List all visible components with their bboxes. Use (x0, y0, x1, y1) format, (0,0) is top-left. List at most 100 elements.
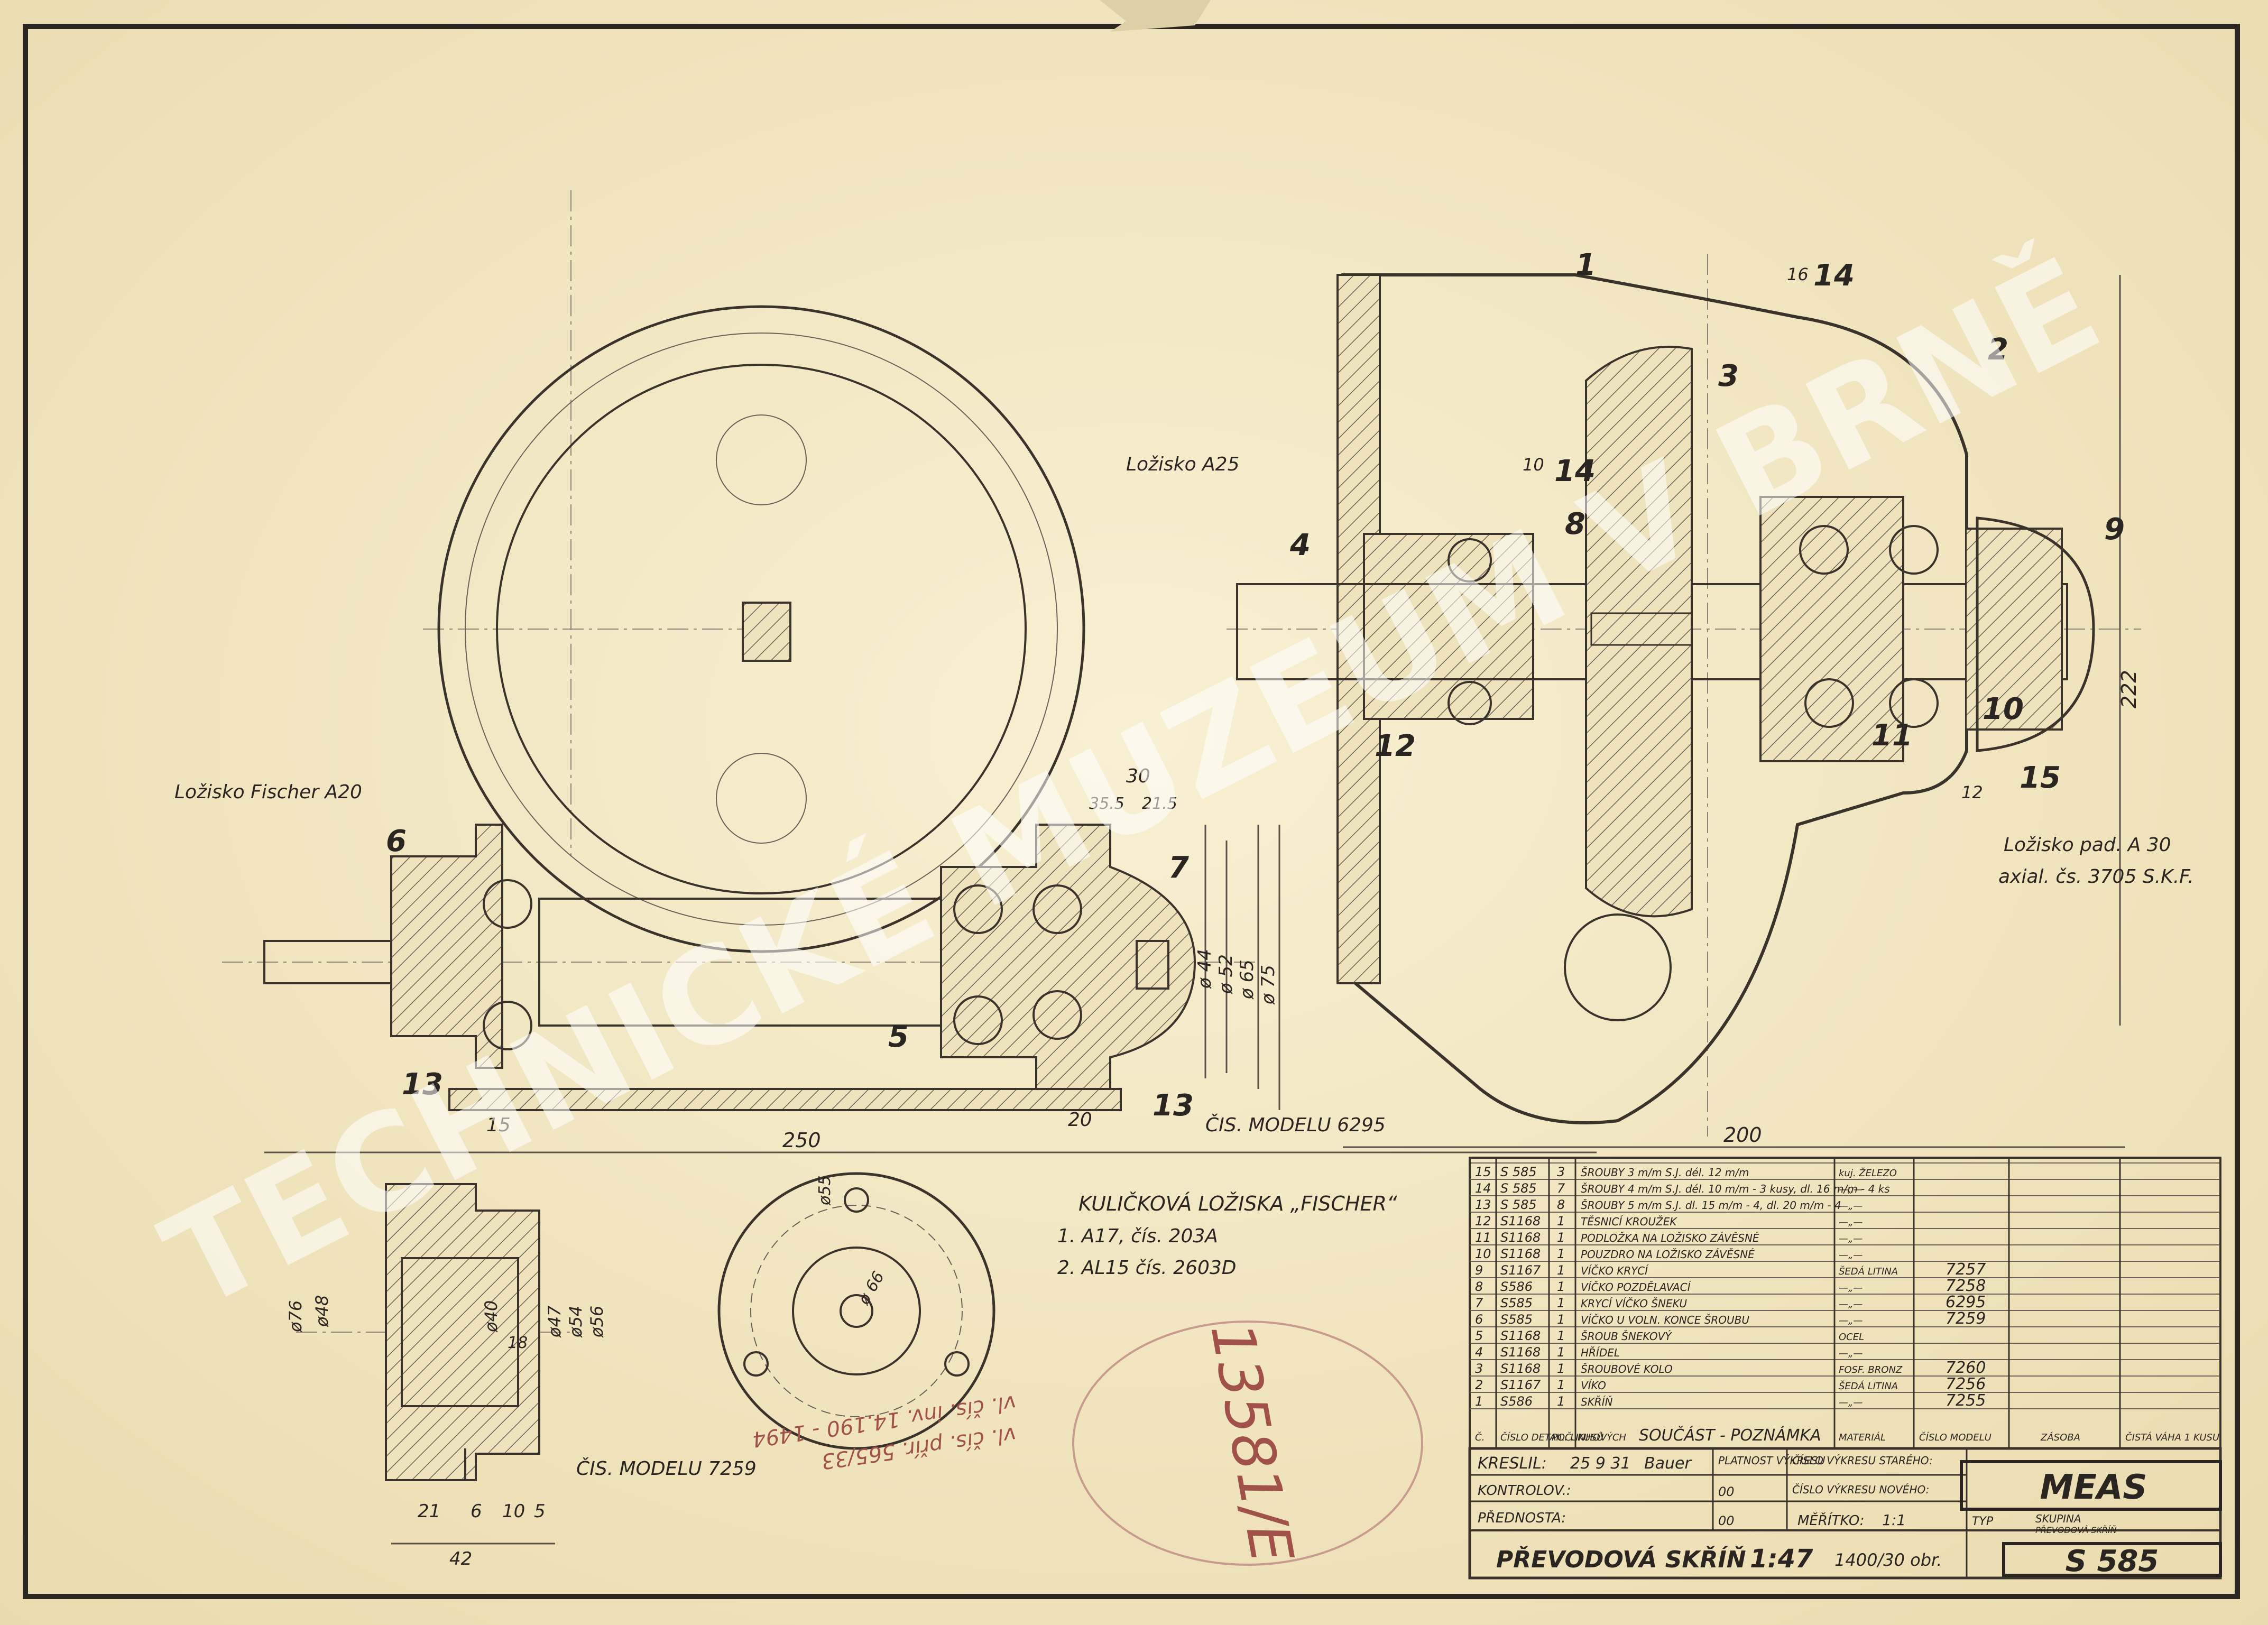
parts-cell-material: —„— (1839, 1217, 1863, 1228)
callout-10: 10 (1983, 692, 2024, 726)
parts-cell-qty: 1 (1557, 1312, 1565, 1327)
parts-cell-part: POUZDRO NA LOŽISKO ZÁVĚSNÉ (1581, 1248, 1755, 1261)
title-block: KRESLIL: 25 9 31 Bauer KONTROLOV.: PŘEDN… (1468, 1447, 2222, 1580)
dimension-texts: 30 35.5 21.5 15 20 250 200 222 16 10 12 … (285, 264, 2141, 1569)
parts-cell-drawing: S1168 (1500, 1361, 1541, 1376)
model-6295-label: ČIS. MODELU 6295 (1205, 1114, 1386, 1136)
dim-200: 200 (1723, 1123, 1762, 1147)
scale-value: 1:1 (1882, 1511, 1906, 1529)
parts-cell-part: VÍKO (1581, 1379, 1606, 1392)
callout-13a: 13 (402, 1067, 443, 1102)
callout-13b: 13 (1153, 1088, 1194, 1123)
parts-cell-no: 5 (1475, 1328, 1483, 1343)
parts-cell-drawing: S1168 (1500, 1247, 1541, 1261)
dim-222: 222 (2117, 670, 2141, 708)
parts-cell-drawing: S1167 (1500, 1378, 1541, 1392)
parts-cell-part: ŠROUBY 3 m/m S.J. dél. 12 m/m (1581, 1166, 1749, 1179)
company-name: MEAS (2040, 1468, 2147, 1507)
callout-numbers: 1 2 3 4 5 6 7 8 9 10 11 12 13 13 14 14 1… (386, 248, 2125, 1123)
dimension-lines (264, 275, 2125, 1545)
parts-cell-drawing: S586 (1500, 1279, 1533, 1294)
dim-18: 18 (508, 1334, 528, 1352)
dim-10: 10 (1523, 455, 1544, 475)
dim-6: 6 (471, 1501, 482, 1522)
parts-cell-no: 4 (1475, 1345, 1483, 1360)
parts-cell-part: TĚSNICÍ KROUŽEK (1581, 1215, 1677, 1228)
nut-assembly (1967, 528, 2063, 731)
callout-14b: 14 (1554, 454, 1596, 488)
callout-4: 4 (1289, 528, 1311, 562)
detail-flange (717, 1172, 995, 1450)
group-value: PŘEVODOVÁ SKŘÍŇ (2035, 1525, 2117, 1535)
cap-9 (1976, 516, 2095, 752)
parts-cell-no: 6 (1475, 1312, 1483, 1327)
parts-cell-part: ŠROUBY 5 m/m S.J. dl. 15 m/m - 4, dl. 20… (1581, 1199, 1841, 1212)
worm-wheel-rim (496, 364, 1027, 894)
head-label: PŘEDNOSTA: (1478, 1509, 1566, 1526)
parts-cell-no: 3 (1475, 1361, 1483, 1376)
dim-phi40: ø40 (481, 1300, 501, 1333)
detail-cover-7259 (296, 1183, 582, 1481)
callout-3: 3 (1718, 359, 1739, 393)
bearing-a25-label: Ložisko A25 (1126, 454, 1240, 475)
parts-cell-drawing: S 585 (1500, 1197, 1537, 1212)
dim-phi76: ø76 (285, 1300, 306, 1333)
parts-cell-model: 7256 (1946, 1375, 1986, 1393)
parts-cell-no: 14 (1475, 1181, 1491, 1196)
callout-9: 9 (2104, 512, 2125, 547)
parts-cell-qty: 7 (1557, 1181, 1565, 1196)
worm-wheel-3 (1585, 346, 1693, 918)
ball-bearings-2: 2. AL15 čís. 2603D (1057, 1257, 1237, 1279)
parts-cell-material: —„— (1839, 1282, 1863, 1294)
parts-header-stock: ZÁSOBA (2040, 1432, 2080, 1443)
parts-cell-material: OCEL (1839, 1332, 1864, 1343)
drew-label: KRESLIL: (1478, 1454, 1547, 1473)
model-7259-label: ČIS. MODELU 7259 (576, 1457, 757, 1480)
parts-cell-qty: 1 (1557, 1394, 1565, 1409)
parts-cell-material: ŠEDÁ LITINA (1839, 1266, 1898, 1277)
parts-header-drawing: ČÍSLO DETAIL. LINHOVÝCH (1500, 1432, 1626, 1443)
parts-cell-qty: 3 (1557, 1165, 1565, 1179)
validity-label: PLATNOST VÝKRESU (1718, 1454, 1826, 1467)
parts-cell-qty: 8 (1557, 1197, 1565, 1212)
callout-12: 12 (1375, 729, 1416, 763)
parts-cell-material: kuj. ŽELEZO (1839, 1167, 1897, 1179)
callout-14a: 14 (1813, 258, 1855, 293)
parts-cell-drawing: S585 (1500, 1312, 1533, 1327)
parts-cell-material: ŠEDÁ LITINA (1839, 1380, 1898, 1392)
parts-cell-material: —„— (1839, 1201, 1863, 1212)
parts-cell-qty: 1 (1557, 1230, 1565, 1245)
parts-cell-material: —„— (1839, 1299, 1863, 1310)
left-view-worm-gear (222, 190, 1258, 1111)
parts-header-model: ČÍSLO MODELU (1919, 1432, 1992, 1443)
dim-phi75: ø 75 (1258, 965, 1279, 1005)
drawing-title: PŘEVODOVÁ SKŘÍŇ (1496, 1545, 1746, 1573)
parts-cell-model: 7255 (1946, 1391, 1986, 1410)
parts-cell-no: 13 (1475, 1197, 1491, 1212)
bearing-a30-label-2: axial. čs. 3705 S.K.F. (1998, 866, 2194, 888)
housing-1 (1341, 273, 1968, 1124)
dim-5: 5 (534, 1501, 546, 1522)
parts-cell-drawing: S1168 (1500, 1230, 1541, 1245)
type-label: TYP (1972, 1515, 1994, 1528)
parts-list-table: 1 5 S 585 3 ŠROUBY 3 m/m S.J. dél. 12 m/m kuj… (1469, 1157, 2221, 1449)
parts-cell-drawing: S1167 (1500, 1263, 1541, 1278)
parts-cell-part: VÍČKO POZDĚLAVACÍ (1581, 1281, 1692, 1294)
callout-11: 11 (1871, 718, 1913, 753)
callout-15: 15 (2020, 761, 2061, 795)
base-plate (448, 1088, 1122, 1111)
parts-cell-qty: 1 (1557, 1378, 1565, 1392)
parts-header-qty: POČ. KUSŮ (1552, 1432, 1603, 1443)
parts-cell-drawing: S1168 (1500, 1345, 1541, 1360)
bearing-a30-label-1: Ložisko pad. A 30 (2004, 834, 2171, 856)
drew-date: 25 9 31 (1570, 1454, 1631, 1473)
parts-cell-material: —„— (1839, 1315, 1863, 1326)
parts-cell-qty: 1 (1557, 1361, 1565, 1376)
callout-7: 7 (1168, 851, 1189, 885)
parts-cell-part: VÍČKO U VOLN. KONCE ŠROUBU (1581, 1314, 1749, 1326)
parts-cell-drawing: S 585 (1500, 1181, 1537, 1196)
parts-cell-drawing: S1168 (1500, 1214, 1541, 1229)
parts-cell-no: 8 (1475, 1279, 1483, 1294)
